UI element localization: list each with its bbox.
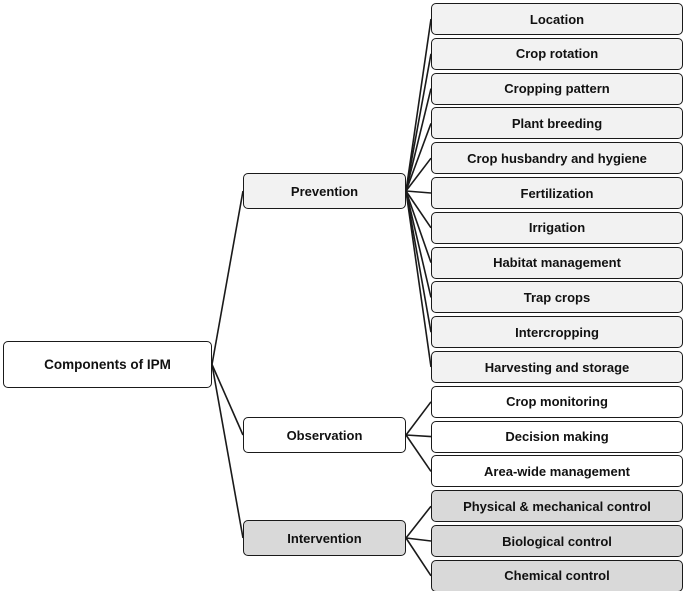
- leaf-node: Cropping pattern: [431, 72, 683, 105]
- category-to-leaf-line: [405, 505, 432, 539]
- category-to-leaf-line: [405, 537, 432, 542]
- category-to-leaf-line: [405, 123, 432, 192]
- leaf-node: Harvesting and storage: [431, 351, 683, 383]
- leaf-label: Fertilization: [520, 185, 594, 201]
- category-to-leaf-line: [405, 190, 432, 229]
- category-to-leaf-line: [405, 190, 432, 333]
- leaf-node: Biological control: [431, 525, 683, 557]
- leaf-node: Trap crops: [431, 281, 683, 314]
- leaf-node: Crop husbandry and hygiene: [431, 142, 683, 175]
- leaf-node: Crop rotation: [431, 37, 683, 70]
- root-label: Components of IPM: [44, 357, 171, 372]
- category-to-leaf-line: [405, 401, 432, 436]
- leaf-label: Cropping pattern: [504, 81, 610, 97]
- leaf-label: Crop rotation: [515, 46, 599, 62]
- leaf-node: Habitat management: [431, 246, 683, 279]
- leaf-node: Area-wide management: [431, 455, 683, 488]
- leaf-label: Intercropping: [515, 324, 599, 340]
- category-to-leaf-line: [405, 434, 432, 438]
- leaf-label: Decision making: [505, 429, 609, 445]
- category-to-leaf-line: [405, 53, 432, 192]
- root-node: Components of IPM: [3, 341, 212, 388]
- leaf-node: Decision making: [431, 420, 683, 453]
- leaf-label: Chemical control: [504, 568, 610, 584]
- leaf-label: Habitat management: [493, 255, 621, 271]
- category-to-leaf-line: [405, 190, 432, 263]
- leaf-node: Irrigation: [431, 211, 683, 244]
- root-to-category-line: [211, 364, 244, 539]
- leaf-label: Location: [529, 11, 585, 27]
- leaf-node: Plant breeding: [431, 107, 683, 140]
- category-to-leaf-line: [405, 190, 432, 368]
- category-to-leaf-line: [405, 157, 432, 192]
- leaf-label: Trap crops: [523, 289, 591, 305]
- category-prevention: Prevention: [243, 173, 406, 209]
- root-to-category-line: [211, 364, 244, 436]
- leaf-label: Crop husbandry and hygiene: [467, 150, 647, 166]
- leaf-label: Area-wide management: [484, 463, 630, 479]
- leaf-node: Location: [431, 3, 683, 35]
- leaf-node: Intercropping: [431, 316, 683, 349]
- leaf-label: Irrigation: [528, 220, 586, 236]
- category-to-leaf-line: [405, 88, 432, 192]
- category-to-leaf-line: [405, 434, 432, 472]
- leaf-node: Physical & mechanical control: [431, 490, 683, 523]
- leaf-label: Harvesting and storage: [484, 359, 630, 375]
- leaf-node: Crop monitoring: [431, 385, 683, 418]
- category-label: Observation: [286, 427, 363, 443]
- category-intervention: Intervention: [243, 520, 406, 556]
- category-label: Intervention: [287, 530, 362, 546]
- leaf-node: Chemical control: [431, 559, 683, 591]
- category-to-leaf-line: [405, 537, 432, 577]
- leaf-label: Biological control: [502, 533, 612, 549]
- category-to-leaf-line: [405, 190, 432, 298]
- leaf-node: Fertilization: [431, 177, 683, 209]
- category-to-leaf-line: [405, 190, 432, 194]
- root-to-category-line: [211, 190, 244, 365]
- leaf-label: Crop monitoring: [506, 394, 608, 410]
- leaf-label: Physical & mechanical control: [463, 498, 651, 514]
- category-observation: Observation: [243, 417, 406, 453]
- category-label: Prevention: [290, 183, 359, 199]
- leaf-label: Plant breeding: [511, 115, 603, 131]
- category-to-leaf-line: [405, 18, 432, 192]
